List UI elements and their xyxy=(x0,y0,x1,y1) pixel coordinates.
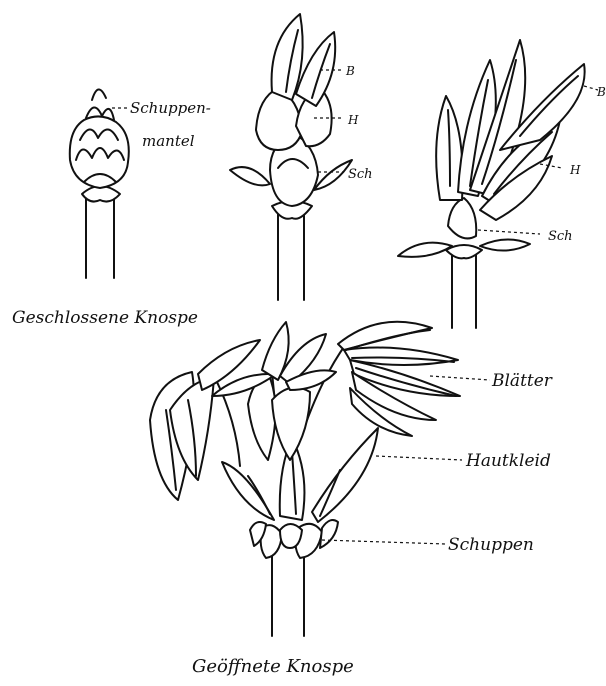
skin-label: Hautkleid xyxy=(465,451,551,471)
bud3-leaf-label: B xyxy=(596,85,606,99)
closed-bud-caption: Geschlossene Knospe xyxy=(12,308,198,328)
closed-bud-drawing xyxy=(70,89,129,278)
unfolding-bud-drawing xyxy=(398,40,585,328)
bud3-scale-label: Sch xyxy=(548,229,573,244)
bud2-leaf-label: B xyxy=(345,64,355,78)
opened-bud-caption: Geöffnete Knospe xyxy=(192,656,354,677)
scales-label: Schuppen xyxy=(448,535,534,555)
scale-mantle-label-cont: mantel xyxy=(142,132,195,150)
bud2-skin-label: H xyxy=(347,113,359,127)
bud2-scale-label: Sch xyxy=(348,167,373,182)
bud3-skin-label: H xyxy=(569,163,581,177)
leaves-label: Blätter xyxy=(491,371,553,391)
scale-mantle-label: Schuppen- xyxy=(130,99,211,117)
opened-bud-drawing xyxy=(150,322,460,636)
opening-bud-drawing xyxy=(230,14,352,300)
